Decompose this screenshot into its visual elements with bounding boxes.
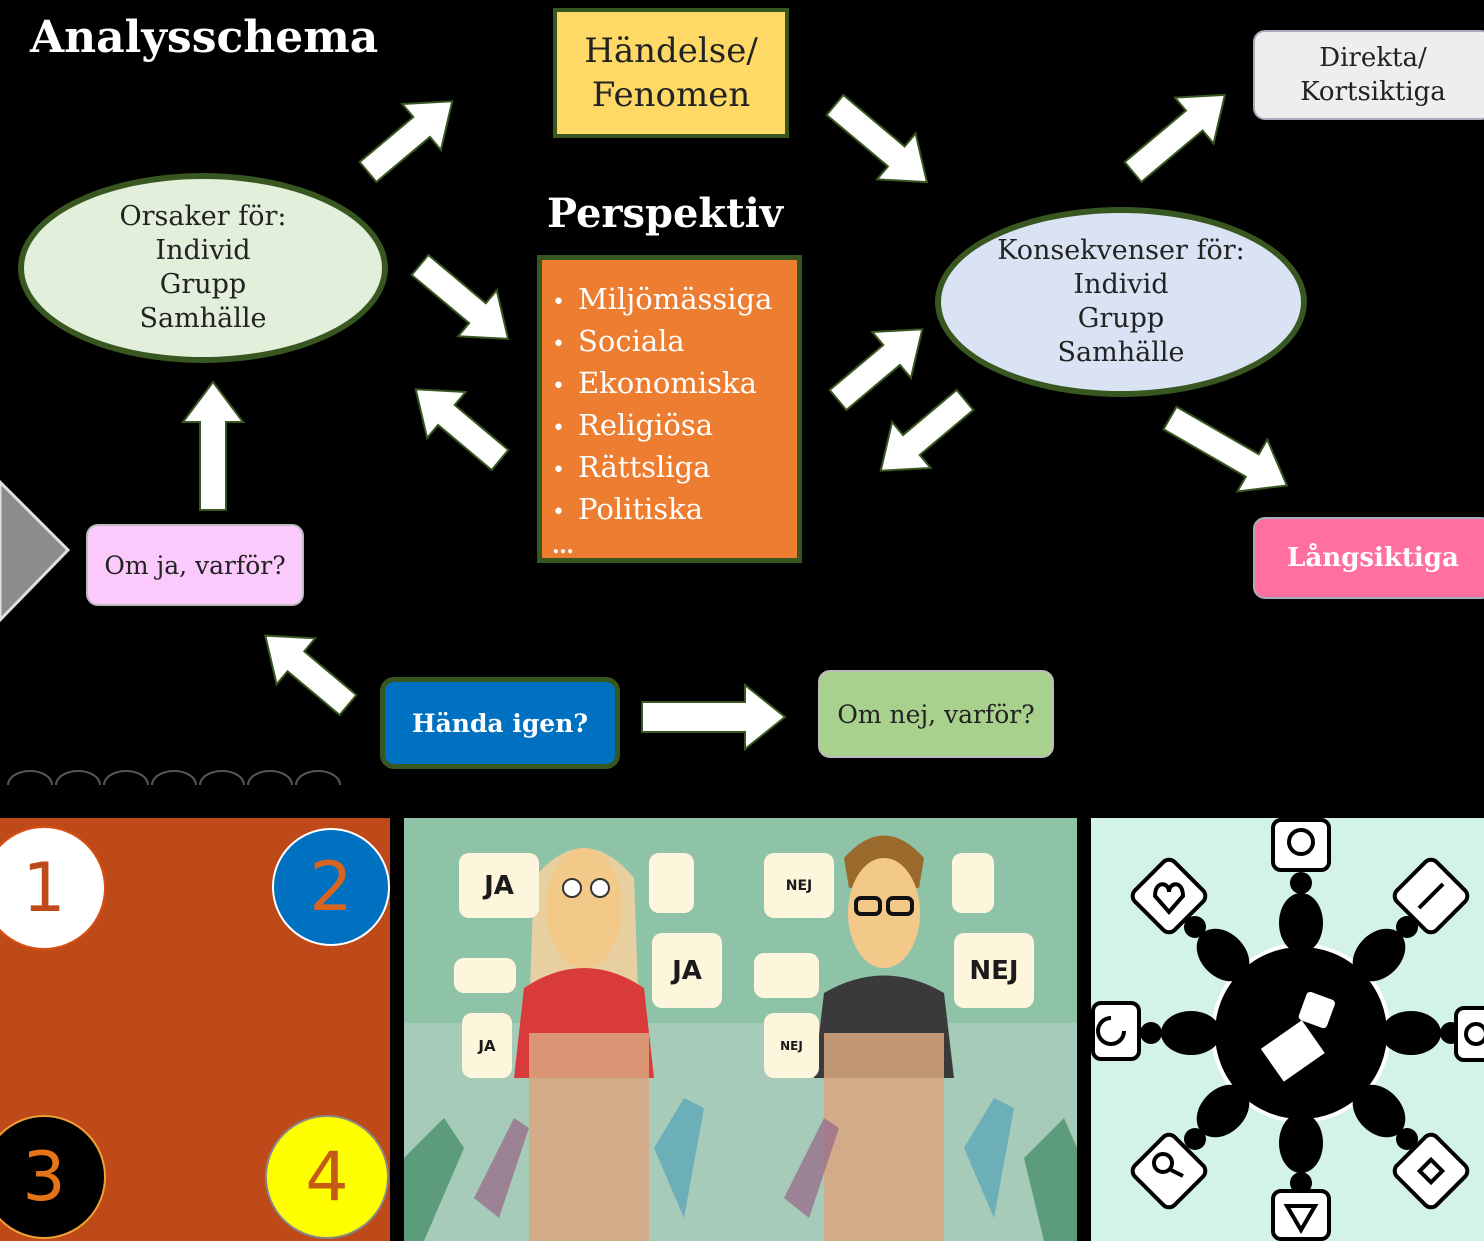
speech-bubble-blank bbox=[754, 953, 819, 998]
causes-individual: Individ bbox=[155, 235, 251, 266]
round-table-illustration bbox=[1091, 818, 1484, 1241]
perspective-item: Rättsliga bbox=[552, 448, 797, 490]
perspective-box: Miljömässiga Sociala Ekonomiska Religiös… bbox=[537, 255, 802, 563]
causes-ellipse: Orsaker för: Individ Grupp Samhälle bbox=[18, 173, 388, 363]
speech-bubble-nej: NEJ bbox=[954, 933, 1034, 1008]
perspective-item: Politiska bbox=[552, 490, 797, 532]
arrow-consequences-to-direct bbox=[1123, 93, 1227, 184]
chart-icon bbox=[1260, 991, 1335, 1082]
speech-bubble-ja: JA bbox=[652, 933, 722, 1008]
event-line2: Fenomen bbox=[591, 75, 751, 115]
event-line1: Händelse/ bbox=[584, 31, 758, 71]
perspective-item: Sociala bbox=[552, 322, 797, 364]
eye-icon bbox=[562, 878, 582, 898]
debate-illustration: JA JA JA NEJ NEJ NEJ bbox=[404, 818, 1077, 1241]
arrow-perspective-to-causes bbox=[414, 388, 510, 472]
if-no-box: Om nej, varför? bbox=[818, 670, 1054, 758]
arrow-consequences-to-perspective bbox=[879, 388, 975, 472]
arrow-causes-to-perspective bbox=[410, 253, 510, 340]
consequences-label: Konsekvenser för: bbox=[997, 235, 1245, 266]
speech-bubble-nej: NEJ bbox=[764, 1013, 819, 1078]
longterm-box: Långsiktiga bbox=[1253, 517, 1484, 599]
arrow-consequences-to-longterm bbox=[1162, 405, 1289, 493]
numbers-panel: 1 2 3 4 bbox=[0, 818, 390, 1241]
arrow-happen-to-ifno bbox=[641, 682, 787, 752]
perspective-more: … bbox=[552, 533, 574, 559]
perspective-item: Ekonomiska bbox=[552, 364, 797, 406]
causes-group: Grupp bbox=[159, 269, 247, 300]
speech-bubble-ja: JA bbox=[462, 1013, 512, 1078]
heart-icon bbox=[1130, 857, 1208, 935]
speech-bubble-blank bbox=[649, 853, 694, 913]
warning-icon bbox=[1271, 1189, 1331, 1241]
perspective-title: Perspektiv bbox=[546, 190, 784, 237]
debate-scene bbox=[404, 835, 1077, 1241]
if-yes-box: Om ja, varför? bbox=[86, 524, 304, 606]
direct-box: Direkta/Kortsiktiga bbox=[1253, 30, 1484, 120]
causes-label: Orsaker för: bbox=[119, 201, 287, 232]
speech-bubble-blank bbox=[952, 853, 994, 913]
arrow-causes-to-event bbox=[358, 100, 454, 184]
page-title: Analysschema bbox=[30, 12, 379, 63]
number-circle-3: 3 bbox=[0, 1115, 106, 1239]
perspective-item: Miljömässiga bbox=[552, 280, 797, 322]
arrow-event-to-consequences bbox=[825, 93, 929, 184]
event-box: Händelse/Fenomen bbox=[553, 8, 789, 138]
consequences-society: Samhälle bbox=[1057, 337, 1185, 368]
speech-bubble-blank bbox=[454, 958, 516, 993]
clock-icon bbox=[1454, 1006, 1484, 1062]
refresh-icon bbox=[1091, 1001, 1141, 1061]
happen-again-box: Hända igen? bbox=[380, 677, 620, 769]
lightbulb-icon bbox=[1271, 818, 1331, 872]
direct-line1: Direkta/ bbox=[1319, 43, 1427, 73]
decorative-arcs bbox=[7, 770, 341, 786]
consequences-group: Grupp bbox=[1077, 303, 1165, 334]
calculator-icon bbox=[1392, 1132, 1470, 1210]
round-table-scene bbox=[1091, 818, 1484, 1241]
chevron-shape bbox=[0, 479, 71, 623]
eye-icon bbox=[590, 878, 610, 898]
arrow-perspective-to-consequences bbox=[828, 328, 924, 412]
number-circle-4: 4 bbox=[265, 1115, 389, 1239]
number-circle-2: 2 bbox=[272, 828, 390, 946]
perspective-item: Religiösa bbox=[552, 406, 797, 448]
arrow-ifyes-to-causes bbox=[181, 380, 245, 511]
speech-bubble-nej: NEJ bbox=[764, 853, 834, 918]
consequences-ellipse: Konsekvenser för: Individ Grupp Samhälle bbox=[935, 207, 1307, 397]
causes-society: Samhälle bbox=[139, 303, 267, 334]
speech-bubble-ja: JA bbox=[459, 853, 539, 918]
arrow-happen-to-ifyes bbox=[263, 634, 358, 717]
direct-line2: Kortsiktiga bbox=[1300, 77, 1446, 107]
consequences-individual: Individ bbox=[1073, 269, 1169, 300]
number-circle-1: 1 bbox=[0, 826, 106, 950]
